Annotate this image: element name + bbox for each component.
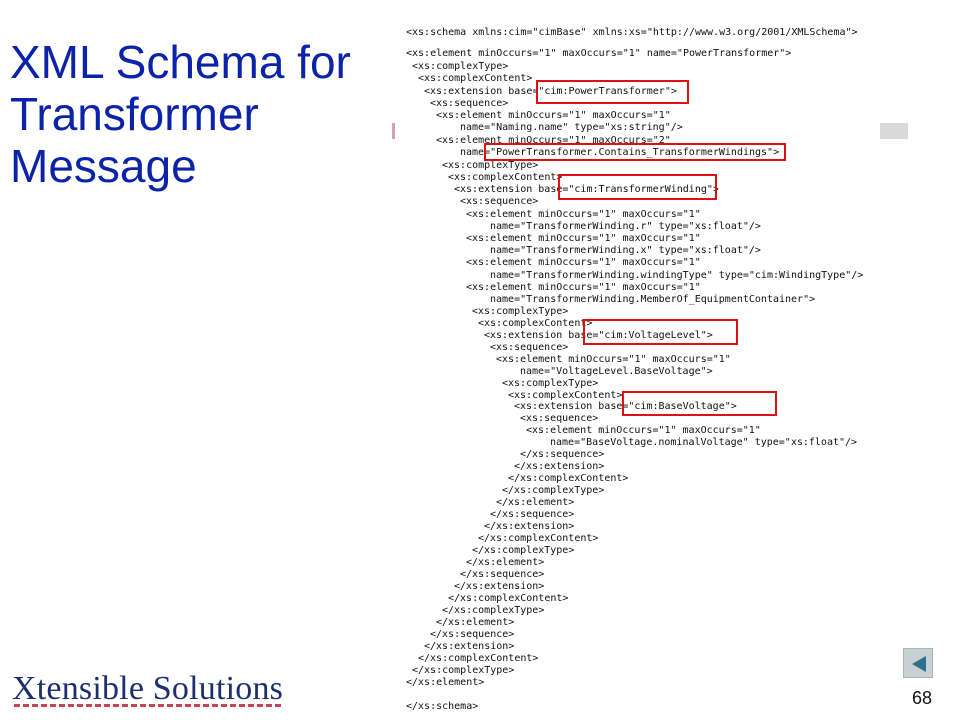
back-arrow-icon bbox=[912, 656, 926, 672]
xml-code-line: <xs:element minOccurs="1" maxOccurs="1" bbox=[466, 282, 701, 293]
xml-code-line: </xs:element> bbox=[436, 617, 515, 628]
xml-code-line: </xs:sequence> bbox=[460, 569, 545, 580]
xml-code-line: </xs:extension> bbox=[484, 521, 575, 532]
xml-code-line: <xs:complexContent> bbox=[508, 390, 623, 401]
xml-code-line: </xs:complexType> bbox=[472, 545, 575, 556]
slide-title-line: Transformer bbox=[10, 88, 259, 140]
xml-code-line: <xs:complexContent> bbox=[448, 172, 563, 183]
xml-code-line: <xs:element minOccurs="1" maxOccurs="1" bbox=[526, 425, 761, 436]
xml-code-line: <xs:complexType> bbox=[502, 378, 599, 389]
xml-code-line: name="TransformerWinding.MemberOf_Equipm… bbox=[490, 294, 816, 305]
xml-code-line: <xs:element minOccurs="1" maxOccurs="1" bbox=[466, 209, 701, 220]
xml-code-line: <xs:element minOccurs="1" maxOccurs="1" … bbox=[406, 48, 792, 59]
xml-code-line: <xs:extension base="cim:VoltageLevel"> bbox=[484, 330, 713, 341]
xml-code-line: <xs:extension base="cim:BaseVoltage"> bbox=[514, 401, 737, 412]
xml-code-line: </xs:complexContent> bbox=[448, 593, 569, 604]
xml-code-line: </xs:complexContent> bbox=[508, 473, 629, 484]
xml-code-line: </xs:complexContent> bbox=[478, 533, 599, 544]
xml-code-line: <xs:element minOccurs="1" maxOccurs="2" bbox=[436, 135, 671, 146]
xml-code-line: name="TransformerWinding.windingType" ty… bbox=[490, 270, 864, 281]
xml-code-line: <xs:complexType> bbox=[472, 306, 569, 317]
xml-code-line: </xs:schema> bbox=[406, 701, 479, 712]
xml-code-line: <xs:element minOccurs="1" maxOccurs="1" bbox=[466, 233, 701, 244]
decorative-bar bbox=[392, 123, 395, 139]
xml-code-line: <xs:extension base="cim:TransformerWindi… bbox=[454, 184, 719, 195]
xml-code-line: <xs:complexType> bbox=[442, 160, 539, 171]
xml-code-line: </xs:sequence> bbox=[520, 449, 605, 460]
highlight-box-transformer-winding bbox=[558, 174, 717, 200]
xml-code-line: </xs:complexType> bbox=[412, 665, 515, 676]
highlight-box-power-transformer bbox=[536, 80, 689, 104]
highlight-box-voltage-level bbox=[583, 319, 738, 345]
company-logo: Xtensible Solutions bbox=[12, 670, 284, 707]
xml-code-line: <xs:complexType> bbox=[412, 61, 509, 72]
slide-title-line: Message bbox=[10, 140, 197, 192]
xml-code-line: <xs:schema xmlns:cim="cimBase" xmlns:xs=… bbox=[406, 27, 858, 38]
logo-underline bbox=[14, 704, 284, 707]
slide-title: XML Schema for Transformer Message bbox=[10, 36, 380, 192]
xml-code-line: <xs:complexContent> bbox=[418, 73, 533, 84]
xml-code-line: </xs:complexType> bbox=[442, 605, 545, 616]
previous-slide-button[interactable] bbox=[903, 648, 933, 678]
xml-code-line: </xs:extension> bbox=[424, 641, 515, 652]
xml-code-line: name="TransformerWinding.x" type="xs:flo… bbox=[490, 245, 761, 256]
xml-code-line: </xs:complexContent> bbox=[418, 653, 539, 664]
xml-code-line: </xs:element> bbox=[496, 497, 575, 508]
xml-code-line: <xs:element minOccurs="1" maxOccurs="1" bbox=[436, 110, 671, 121]
xml-code-line: name="PowerTransformer.Contains_Transfor… bbox=[460, 147, 780, 158]
xml-code-line: <xs:sequence> bbox=[430, 98, 509, 109]
highlight-box-contains-windings bbox=[484, 143, 786, 161]
xml-code-line: <xs:complexContent> bbox=[478, 318, 593, 329]
xml-code-line: </xs:sequence> bbox=[490, 509, 575, 520]
xml-code-line: <xs:sequence> bbox=[520, 413, 599, 424]
xml-code-line: </xs:complexType> bbox=[502, 485, 605, 496]
xml-code-line: </xs:extension> bbox=[514, 461, 605, 472]
xml-code-line: <xs:sequence> bbox=[490, 342, 569, 353]
xml-code-line: <xs:extension base="cim:PowerTransformer… bbox=[424, 86, 677, 97]
xml-code-line: <xs:element minOccurs="1" maxOccurs="1" bbox=[496, 354, 731, 365]
xml-code-line: </xs:element> bbox=[406, 677, 485, 688]
xml-code-line: </xs:element> bbox=[466, 557, 545, 568]
highlight-box-base-voltage bbox=[622, 391, 777, 416]
page-number: 68 bbox=[912, 688, 933, 708]
xml-code-line: name="BaseVoltage.nominalVoltage" type="… bbox=[550, 437, 858, 448]
xml-code-line: </xs:extension> bbox=[454, 581, 545, 592]
xml-code-line: name="TransformerWinding.r" type="xs:flo… bbox=[490, 221, 761, 232]
xml-code-line: <xs:sequence> bbox=[460, 196, 539, 207]
xml-code-line: <xs:element minOccurs="1" maxOccurs="1" bbox=[466, 257, 701, 268]
xml-code-line: name="VoltageLevel.BaseVoltage"> bbox=[520, 366, 713, 377]
decorative-bar bbox=[880, 123, 908, 139]
xml-code-line: name="Naming.name" type="xs:string"/> bbox=[460, 122, 683, 133]
xml-code-line: </xs:sequence> bbox=[430, 629, 515, 640]
slide-title-line: XML Schema for bbox=[10, 36, 351, 88]
